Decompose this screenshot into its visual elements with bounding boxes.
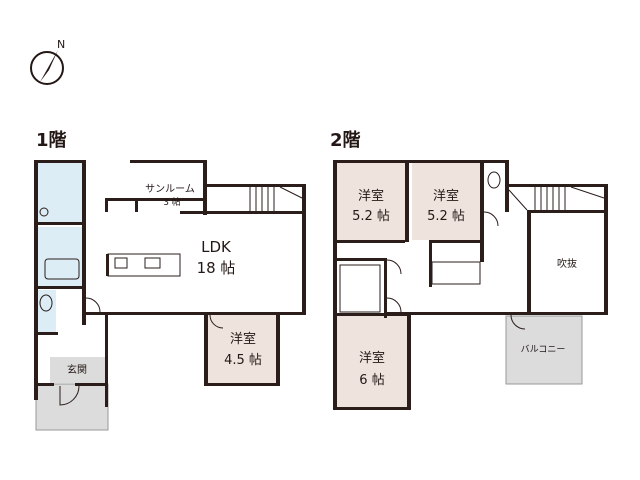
kitchen-counter (107, 253, 181, 277)
door-swing (209, 314, 224, 329)
western-b-size: 5.2 帖 (427, 209, 465, 224)
western-4-5-name: 洋室 (230, 331, 256, 347)
western-c-name: 洋室 (359, 350, 385, 366)
washbasin-icon (39, 207, 49, 217)
western-4-5-size: 4.5 帖 (224, 353, 262, 368)
door-swing (510, 314, 526, 330)
washroom (38, 163, 82, 222)
western-c-size: 6 帖 (359, 373, 384, 388)
front-door (59, 385, 80, 406)
western-a-name: 洋室 (358, 188, 384, 204)
balcony-name: バルコニー (521, 344, 566, 355)
room-western-5-2-a (337, 163, 405, 240)
compass-north-label: N (57, 38, 65, 51)
door-swing (386, 259, 402, 275)
bathroom (38, 227, 82, 286)
stairs-1f (249, 186, 303, 211)
bathtub-icon (44, 258, 80, 280)
floor1-title: 1階 (36, 130, 67, 151)
door-swing (85, 297, 101, 313)
door-swing (483, 211, 499, 227)
entrance-floor (50, 357, 105, 383)
closet (339, 264, 381, 313)
closet (431, 261, 481, 285)
toilet-icon (487, 171, 501, 189)
door-swing (386, 297, 402, 313)
void-name: 吹抜 (557, 257, 577, 270)
stove-icon (114, 257, 128, 269)
sunroom-size: 3 帖 (163, 196, 181, 208)
stairs-2f (508, 186, 605, 211)
sunroom-name: サンルーム (145, 183, 195, 195)
room-western-5-2-b (412, 163, 480, 240)
floor2-plan: 洋室 5.2 帖 洋室 5.2 帖 洋室 6 帖 吹抜 バルコニー (333, 160, 608, 410)
sink-icon (144, 257, 161, 269)
floor2-title: 2階 (330, 130, 361, 151)
toilet-icon (39, 294, 53, 312)
floor1-plan: サンルーム 3 帖 LDK 18 帖 洋室 4.5 帖 玄関 (34, 160, 306, 431)
entrance-name: 玄関 (67, 363, 87, 376)
compass-icon: N (30, 38, 65, 85)
porch (35, 383, 109, 431)
western-a-size: 5.2 帖 (352, 209, 390, 224)
room-western-4-5 (208, 315, 276, 384)
room-western-6 (337, 316, 407, 407)
western-b-name: 洋室 (433, 188, 459, 204)
ldk-name: LDK (201, 238, 232, 256)
ldk-size: 18 帖 (197, 259, 236, 277)
